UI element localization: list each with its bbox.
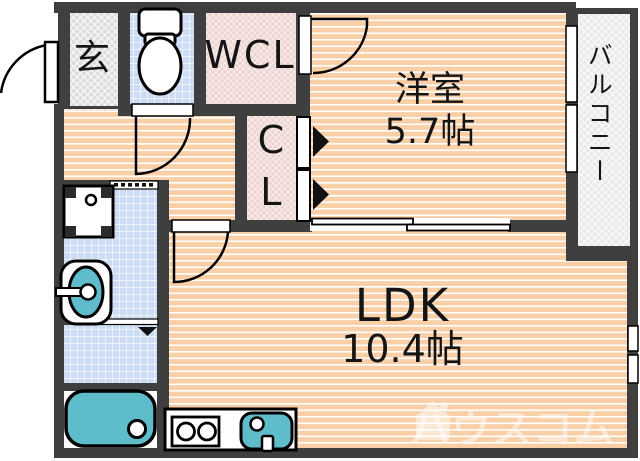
toilet-door (131, 103, 194, 176)
window-ldk-lower (627, 354, 639, 384)
house-logo-icon (416, 401, 450, 440)
room-western-floor (300, 2, 577, 232)
ldk-door (171, 219, 231, 284)
sliding-door-western-ldk (310, 217, 511, 232)
room-wcl-floor (194, 2, 310, 116)
wall-ldk-right (627, 250, 638, 458)
western-room-door (298, 15, 369, 75)
closet-folding-doors (296, 116, 329, 222)
room-label-balcony: バルコニー (584, 42, 614, 187)
two-burner-stove-icon (170, 415, 221, 448)
wall-bottom (54, 448, 638, 458)
watermark: ハウスコム (410, 396, 615, 454)
room-label-closet: CL (248, 118, 293, 222)
balcony-top-white-notch (576, 2, 638, 8)
wall-left-outer (54, 104, 64, 458)
room-label-ldk: LDK 10.4帖 (300, 282, 505, 370)
kitchen-sink-icon (239, 411, 294, 453)
room-label-entrance: 玄 (73, 38, 110, 79)
balcony-floor (578, 10, 633, 250)
bathtub-icon (64, 389, 157, 448)
western-room-area: 5.7帖 (384, 111, 476, 152)
wall-closet-left (235, 104, 247, 232)
doors (0, 15, 511, 336)
wall-entrance-left (58, 2, 70, 108)
western-room-name: 洋室 (394, 70, 465, 110)
washing-machine-pan-icon (62, 184, 115, 239)
washbasin-icon (55, 259, 113, 326)
washroom-accordion-door (109, 180, 159, 190)
wall-balcony-right (630, 8, 638, 256)
ldk-room-name: LDK (354, 279, 451, 332)
room-label-western: 洋室 5.7帖 (330, 72, 530, 151)
toilet-icon (137, 7, 183, 96)
wall-balcony-top (576, 8, 638, 14)
wall-balcony-bottom (566, 246, 638, 261)
wall-toilet-wcl (194, 2, 206, 108)
entrance-step-line (58, 106, 120, 109)
window-ldk-upper (627, 325, 639, 352)
window-western-balcony-lower (565, 104, 578, 173)
wall-western-ldk-right (508, 220, 578, 232)
windows (565, 25, 639, 384)
wall-bathtub-edge (54, 383, 169, 391)
kitchen-counter (163, 407, 298, 453)
wall-entrance-toilet (118, 2, 130, 108)
entrance-door (0, 40, 60, 104)
ldk-room-area: 10.4帖 (341, 327, 464, 372)
fixtures (55, 7, 298, 453)
window-western-balcony-upper (565, 25, 578, 103)
room-label-wcl: WCL (204, 33, 296, 77)
wall-top (54, 2, 577, 13)
